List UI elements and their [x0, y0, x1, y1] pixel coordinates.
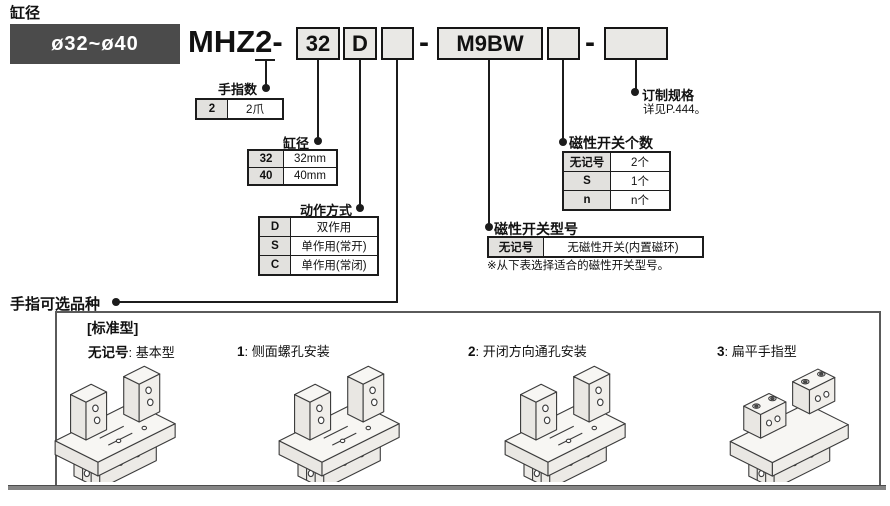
made-to-order-note: 详见P.444。	[643, 104, 707, 116]
switch-qty-code-cell: S	[562, 171, 611, 191]
bore-table: 32 32mm 40 40mm	[247, 149, 338, 186]
connector-fingers-dot	[262, 84, 270, 92]
connector-finger-option-hline	[117, 301, 398, 303]
table-row: C 单作用(常闭)	[258, 255, 379, 276]
option-separator: :	[244, 344, 252, 359]
bore-code-box: 32	[296, 27, 340, 60]
callout-made-to-order-label: 订制规格	[642, 88, 695, 103]
switch-model-value-cell: 无磁性开关(内置磁环)	[543, 236, 704, 258]
connector-made-to-order-dot	[631, 88, 639, 96]
option-code: 3	[717, 344, 725, 359]
bore-value-cell: 32mm	[283, 149, 338, 168]
fingers-value-cell: 2爪	[227, 98, 284, 120]
switch-model-code-cell: 无记号	[487, 236, 544, 258]
option-label-side-tapped: 1: 侧面螺孔安装	[237, 341, 330, 360]
bottom-rule	[8, 485, 886, 490]
auto-switch-code-box: M9BW	[437, 27, 543, 60]
option-name: 扁平手指型	[731, 344, 797, 359]
model-prefix: MHZ2-	[188, 24, 283, 59]
action-table: D 双作用 S 单作用(常开) C 单作用(常闭)	[258, 216, 379, 276]
callout-switch-model-label: 磁性开关型号	[494, 221, 578, 237]
gripper-illustration-basic	[54, 365, 176, 482]
callout-bore-label: 缸径	[283, 136, 310, 151]
switch-model-note: ※从下表选择适合的磁性开关型号。	[487, 260, 670, 272]
option-code: 无记号	[88, 345, 129, 360]
table-row: S 1个	[562, 171, 671, 191]
action-value-cell: 双作用	[290, 216, 379, 237]
option-separator: :	[724, 344, 732, 359]
table-row: 32 32mm	[247, 149, 338, 168]
table-row: 无记号 2个	[562, 151, 671, 172]
switch-qty-code-cell: n	[562, 190, 611, 211]
option-separator: :	[475, 344, 483, 359]
action-code-box: D	[343, 27, 377, 60]
option-label-through-hole: 2: 开闭方向通孔安装	[468, 341, 587, 360]
switch-qty-code-cell: 无记号	[562, 151, 611, 172]
option-code: 2	[468, 344, 476, 359]
fingers-code-cell: 2	[195, 98, 228, 120]
action-value-cell: 单作用(常开)	[290, 236, 379, 256]
switch-qty-table: 无记号 2个 S 1个 n n个	[562, 151, 671, 211]
connector-bore-dot	[314, 137, 322, 145]
connector-action-line	[359, 60, 361, 206]
action-code-cell: C	[258, 255, 291, 276]
bore-code-cell: 32	[247, 149, 284, 168]
connector-switch-qty-line	[562, 60, 564, 140]
switch-qty-value-cell: 2个	[610, 151, 671, 172]
table-row: 无记号 无磁性开关(内置磁环)	[487, 236, 704, 258]
hyphen-1: -	[419, 26, 429, 59]
table-row: D 双作用	[258, 216, 379, 237]
connector-switch-model-dot	[485, 223, 493, 231]
connector-fingers-line	[265, 60, 267, 86]
switch-qty-value-cell: n个	[610, 190, 671, 211]
option-name: 基本型	[135, 345, 175, 360]
table-row: 2 2爪	[195, 98, 284, 120]
callout-fingers-label: 手指数	[218, 82, 258, 97]
made-to-order-code-box	[604, 27, 668, 60]
switch-qty-code-box	[547, 27, 580, 60]
gripper-illustration-flat-finger	[729, 368, 849, 482]
option-code: 1	[237, 344, 245, 359]
connector-switch-qty-dot	[559, 138, 567, 146]
table-row: S 单作用(常开)	[258, 236, 379, 256]
action-value-cell: 单作用(常闭)	[290, 255, 379, 276]
finger-option-code-box	[381, 27, 414, 60]
connector-bore-line	[317, 60, 319, 139]
table-row: n n个	[562, 190, 671, 211]
connector-made-to-order-line	[635, 60, 637, 90]
section-title: 缸径	[10, 5, 41, 22]
connector-switch-model-line	[488, 60, 490, 225]
connector-finger-option-dot	[112, 298, 120, 306]
option-name: 侧面螺孔安装	[251, 344, 330, 359]
switch-qty-value-cell: 1个	[610, 171, 671, 191]
switch-model-table: 无记号 无磁性开关(内置磁环)	[487, 236, 704, 258]
gripper-illustration-through-hole	[504, 365, 626, 482]
option-separator: :	[128, 345, 136, 360]
table-row: 40 40mm	[247, 167, 338, 186]
bore-value-cell: 40mm	[283, 167, 338, 186]
gripper-illustration-side-tapped	[278, 365, 400, 482]
callout-switch-qty-label: 磁性开关个数	[569, 135, 653, 151]
standard-type-label: [标准型]	[87, 320, 139, 336]
connector-action-dot	[356, 204, 364, 212]
bore-code-cell: 40	[247, 167, 284, 186]
hyphen-2: -	[585, 26, 595, 59]
option-name: 开闭方向通孔安装	[482, 344, 587, 359]
action-code-cell: S	[258, 236, 291, 256]
bore-range-text: ø32~ø40	[51, 32, 139, 55]
action-code-cell: D	[258, 216, 291, 237]
bore-range-badge: ø32~ø40	[10, 24, 180, 64]
finger-options-title: 手指可选品种	[10, 296, 101, 313]
fingers-table: 2 2爪	[195, 98, 284, 120]
option-label-flat-finger: 3: 扁平手指型	[717, 341, 797, 360]
callout-action-label: 动作方式	[300, 203, 353, 218]
option-label-basic: 无记号: 基本型	[88, 341, 175, 361]
connector-finger-option-vline	[396, 60, 398, 303]
